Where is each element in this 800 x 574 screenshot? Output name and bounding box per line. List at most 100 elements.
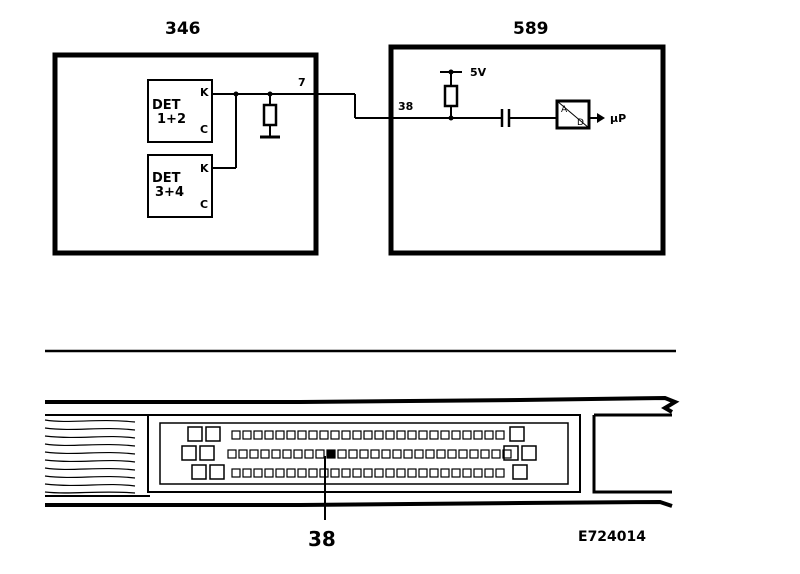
connector-pin — [286, 430, 296, 440]
connector-pin — [231, 468, 241, 478]
connector-pin — [429, 430, 439, 440]
connector-pin — [238, 449, 248, 459]
detector-1-2-sublabel: 1+2 — [157, 112, 186, 127]
connector-pin — [396, 468, 406, 478]
interconnect-wire — [354, 94, 502, 119]
connector-pin — [231, 430, 241, 440]
connector-pin — [407, 430, 417, 440]
connector-pin — [385, 468, 395, 478]
connector-pin — [473, 430, 483, 440]
connector-pin — [462, 430, 472, 440]
module-346-number: 346 — [165, 19, 201, 39]
junction-dot — [267, 91, 273, 97]
connector-pin — [495, 468, 505, 478]
connector-pin — [495, 430, 505, 440]
connector-pin — [352, 468, 362, 478]
detector-1-2-label: DET — [152, 98, 181, 113]
connector-pin — [447, 449, 457, 459]
connector-pin — [484, 468, 494, 478]
connector-pin — [242, 468, 252, 478]
connector-pin — [440, 430, 450, 440]
connector-pin — [363, 430, 373, 440]
connector-pin — [429, 468, 439, 478]
output-arrow-icon — [597, 113, 605, 123]
connector-pin — [260, 449, 270, 459]
module-589-number: 589 — [513, 19, 549, 39]
connector-pin — [308, 430, 318, 440]
connector-pin — [440, 468, 450, 478]
connector-pin — [297, 430, 307, 440]
detector-1-2-box — [147, 79, 213, 143]
junction-dot — [233, 91, 239, 97]
connector-pin-grid — [227, 430, 512, 478]
module-589-wiring — [440, 71, 597, 127]
connector-pin — [341, 468, 351, 478]
connector-pin — [319, 430, 329, 440]
connector-pin — [341, 430, 351, 440]
connector-pin — [374, 430, 384, 440]
connector-pin — [436, 449, 446, 459]
connector-pin — [385, 430, 395, 440]
connector-pin — [392, 449, 402, 459]
connector-pin — [330, 430, 340, 440]
connector-pin — [451, 468, 461, 478]
connector-pin — [458, 449, 468, 459]
connector-pin — [275, 430, 285, 440]
module-589-frame — [388, 44, 666, 256]
module-346-frame — [52, 52, 319, 256]
connector-pin — [264, 468, 274, 478]
connector-pin — [451, 430, 461, 440]
connector-pin — [275, 468, 285, 478]
connector-pin — [352, 430, 362, 440]
connector-pin — [348, 449, 358, 459]
connector-pin — [249, 449, 259, 459]
detector-3-4-sublabel: 3+4 — [155, 185, 184, 200]
pin-38-callout-label: 38 — [308, 527, 336, 551]
connector-pin — [286, 468, 296, 478]
connector-pin — [502, 449, 512, 459]
connector-pin — [484, 430, 494, 440]
connector-pin — [396, 430, 406, 440]
connector-pin — [403, 449, 413, 459]
connector-pin — [227, 449, 237, 459]
adc-a-label: A — [561, 105, 568, 115]
connector-pin — [462, 468, 472, 478]
connector-pin — [407, 468, 417, 478]
connector-pin — [414, 449, 424, 459]
connector-pin — [330, 468, 340, 478]
detector-1-2-pin-k: K — [200, 86, 209, 99]
connector-pin — [469, 449, 479, 459]
connector-pin — [304, 449, 314, 459]
connector-pin — [253, 430, 263, 440]
junction-dot — [448, 115, 454, 121]
connector-pin — [315, 449, 325, 459]
connector-pin — [359, 449, 369, 459]
connector-pin — [242, 430, 252, 440]
connector-pin — [297, 468, 307, 478]
connector-pin-38 — [326, 449, 336, 459]
adc-d-label: D — [577, 118, 584, 128]
detector-3-4-pin-k: K — [200, 162, 209, 175]
connector-pin — [363, 468, 373, 478]
adc-divider — [556, 100, 590, 129]
connector-pin — [308, 468, 318, 478]
cable-strands — [44, 419, 136, 494]
microprocessor-label: µP — [610, 112, 626, 125]
connector-pin — [418, 430, 428, 440]
connector-pin — [374, 468, 384, 478]
figure-reference: E724014 — [578, 529, 646, 545]
connector-pin — [418, 468, 428, 478]
connector-pin — [370, 449, 380, 459]
connector-housing — [45, 395, 680, 508]
connector-pin — [293, 449, 303, 459]
pin-7-label: 7 — [298, 76, 306, 89]
connector-pin — [425, 449, 435, 459]
detector-3-4-box — [147, 154, 213, 218]
detector-3-4-label: DET — [152, 171, 181, 186]
connector-pin — [253, 468, 263, 478]
connector-pin — [271, 449, 281, 459]
connector-side-clips — [181, 426, 537, 480]
module-346-wiring — [212, 93, 355, 169]
supply-node-dot — [448, 69, 454, 75]
